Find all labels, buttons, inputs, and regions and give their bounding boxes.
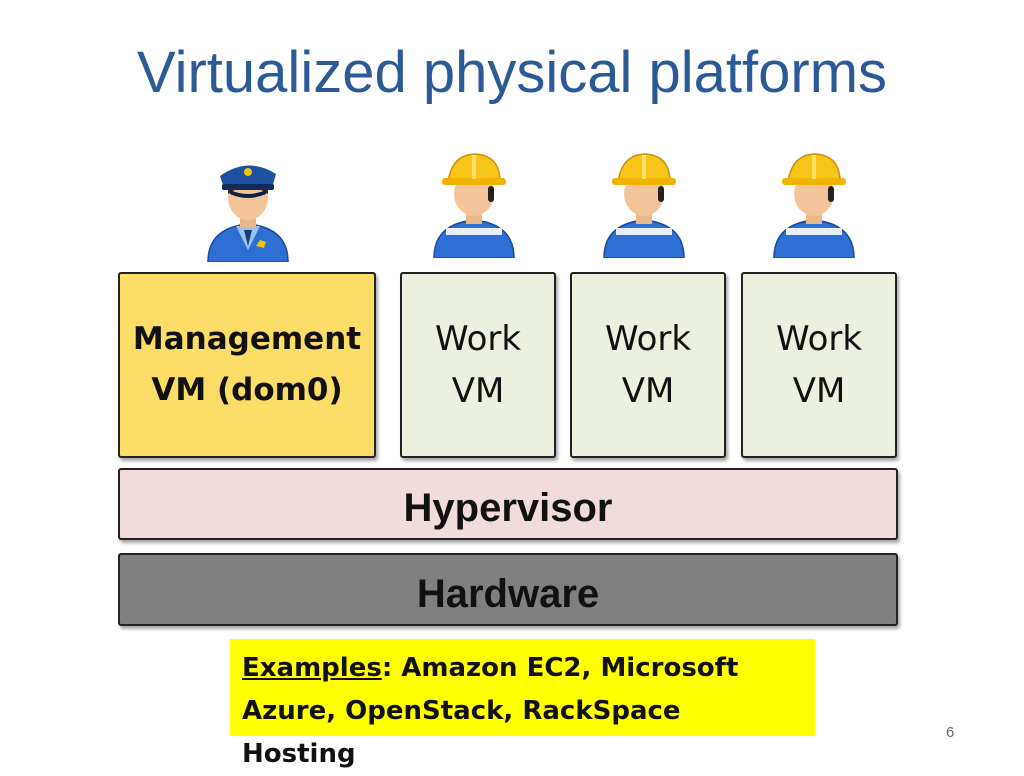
construction-worker-icon — [773, 153, 855, 258]
slide-title: Virtualized physical platforms — [136, 40, 888, 105]
examples-label: Examples — [242, 653, 382, 683]
work-vm-label-line2: VM — [792, 371, 846, 411]
examples-line2: Azure, OpenStack, RackSpace Hosting — [242, 696, 681, 769]
hypervisor-layer: Hypervisor — [118, 468, 898, 540]
work-vm-box: Work VM — [570, 272, 726, 458]
management-vm-label-line1: Management — [132, 321, 362, 357]
work-vm-label-line2: VM — [451, 371, 505, 411]
management-vm-label-line2: VM (dom0) — [151, 372, 343, 408]
page-number: 6 — [946, 724, 955, 741]
work-vm-box: Work VM — [741, 272, 897, 458]
police-officer-icon — [207, 165, 289, 262]
management-vm-box: Management VM (dom0) — [118, 272, 376, 458]
work-vm-box: Work VM — [400, 272, 556, 458]
construction-worker-icon — [433, 153, 515, 258]
work-vm-label-line1: Work — [604, 319, 692, 359]
work-vm-label-line1: Work — [434, 319, 522, 359]
examples-callout: Examples: Amazon EC2, Microsoft Azure, O… — [230, 639, 815, 769]
work-vm-label-line2: VM — [621, 371, 675, 411]
construction-worker-icon — [603, 153, 685, 258]
examples-text1: : Amazon EC2, Microsoft — [381, 653, 739, 683]
work-vm-label-line1: Work — [775, 319, 863, 359]
hardware-layer: Hardware — [118, 553, 898, 626]
examples-line1: Examples: Amazon EC2, Microsoft — [242, 647, 803, 690]
